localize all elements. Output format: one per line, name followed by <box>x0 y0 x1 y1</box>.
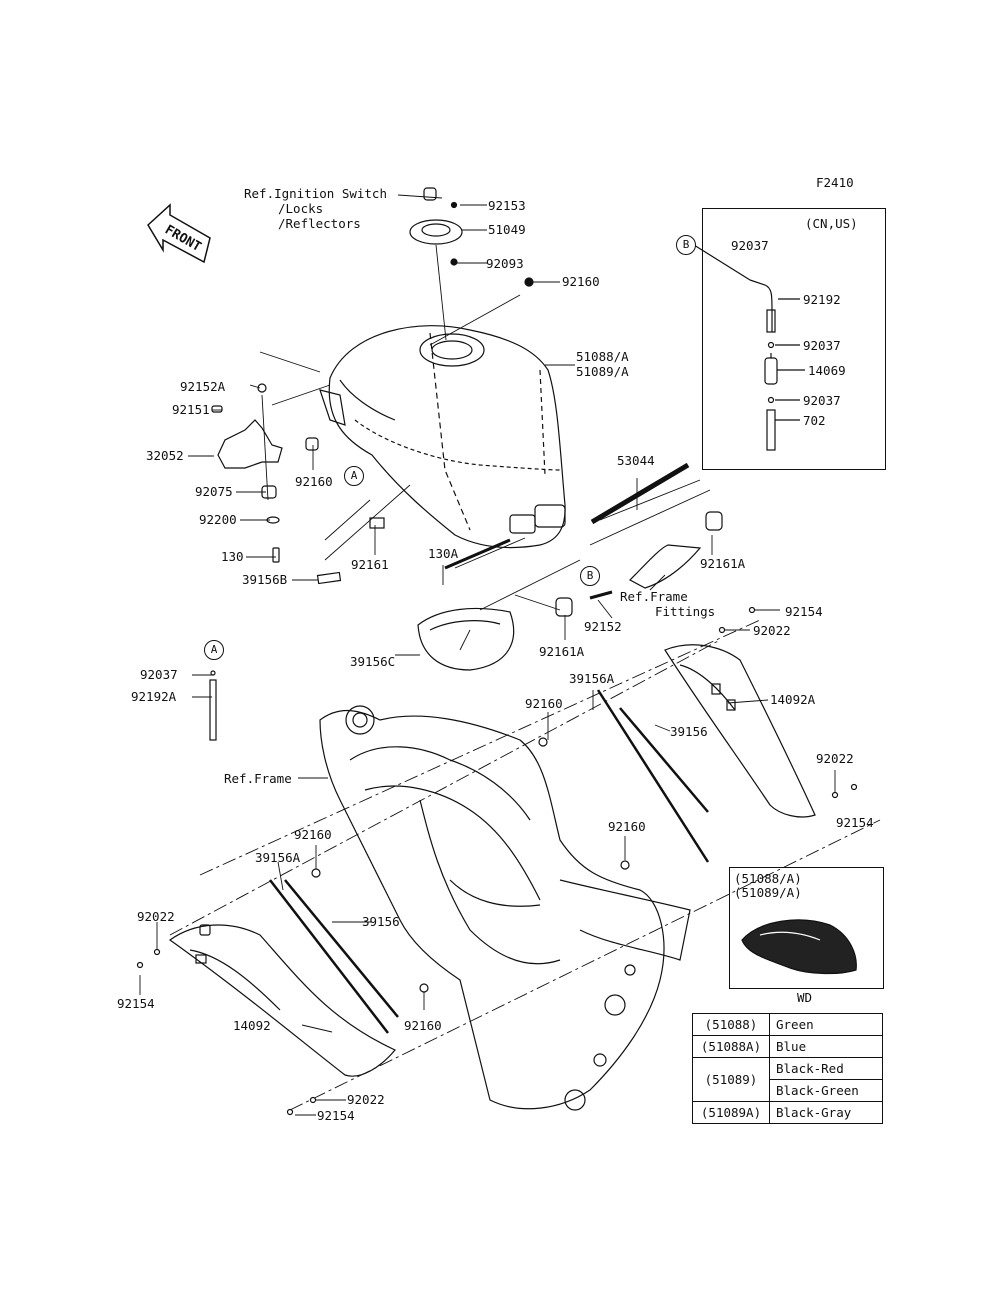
part-label: 14069 <box>808 363 846 378</box>
callout-a: A <box>204 640 224 660</box>
table-cell-code: (51088A) <box>692 1035 770 1058</box>
front-arrow-icon: FRONT <box>147 203 211 264</box>
table-row: (51088) Green <box>692 1013 883 1036</box>
part-label: 92022 <box>753 623 791 638</box>
part-label: 92093 <box>486 256 524 271</box>
part-label: 92161A <box>700 556 746 571</box>
table-cell-code: (51088) <box>692 1013 770 1036</box>
table-row: (51089) Black-Red <box>692 1057 883 1102</box>
part-label: 92152A <box>180 379 226 394</box>
part-label: 39156B <box>242 572 288 587</box>
part-label: 92154 <box>785 604 823 619</box>
part-label: 39156A <box>569 671 615 686</box>
part-label: 92200 <box>199 512 237 527</box>
part-label: 92037 <box>803 338 841 353</box>
inset-cn-us: (CN,US) B 92037 92192 92037 14069 92037 … <box>676 208 886 470</box>
part-label: 92192A <box>131 689 177 704</box>
fasteners <box>136 606 858 1116</box>
ref-ignition-line3: /Reflectors <box>278 216 361 231</box>
leader-lines <box>139 194 881 1116</box>
callout-b: B <box>580 566 600 586</box>
wd-inset-tank <box>741 919 857 975</box>
part-label: 92075 <box>195 484 233 499</box>
table-row: (51088A) Blue <box>692 1035 883 1058</box>
table-cell-color: Black-Gray <box>769 1101 883 1124</box>
inset-wd-model: (51089/A) <box>734 885 802 900</box>
bracket-parts <box>211 383 511 585</box>
part-label: 92161A <box>539 644 585 659</box>
part-label: 92151 <box>172 402 210 417</box>
inset-cn-us-title: (CN,US) <box>805 216 858 231</box>
table-row: (51089A) Black-Gray <box>692 1101 883 1124</box>
part-label: 92160 <box>608 819 646 834</box>
ref-frame-label: Ref.Frame <box>224 771 292 786</box>
part-label: 92037 <box>803 393 841 408</box>
table-cell-code: (51089A) <box>692 1101 770 1124</box>
part-label: 92161 <box>351 557 389 572</box>
part-label: 92022 <box>816 751 854 766</box>
inset-wd-label: WD <box>797 990 813 1005</box>
part-label: 92022 <box>347 1092 385 1107</box>
ref-frame-fittings-line2: Fittings <box>655 604 716 619</box>
inset-wd-model: (51088/A) <box>734 871 802 886</box>
part-label: 92160 <box>562 274 600 289</box>
part-label: 92037 <box>731 238 769 253</box>
part-label: 92154 <box>836 815 874 830</box>
part-label: 92160 <box>404 1018 442 1033</box>
part-label: 92160 <box>295 474 333 489</box>
frame <box>319 705 691 1111</box>
part-label: 92037 <box>140 667 178 682</box>
part-label: 51049 <box>488 222 526 237</box>
part-label: 92160 <box>525 696 563 711</box>
table-cell-color: Black-Green <box>769 1079 883 1102</box>
part-label: 92154 <box>317 1108 355 1123</box>
ref-frame-fittings-line1: Ref.Frame <box>620 589 688 604</box>
cn-us-inset-parts <box>693 244 805 451</box>
part-label: 51088/A <box>576 349 629 364</box>
part-label: 51089/A <box>576 364 629 379</box>
fuel-cap-assembly <box>409 187 534 287</box>
part-label: 130 <box>221 549 244 564</box>
figure-code: F2410 <box>816 175 854 190</box>
part-label: 14092A <box>770 692 816 707</box>
table-cell-color: Green <box>769 1013 883 1036</box>
part-label: 92022 <box>137 909 175 924</box>
callout-b: B <box>676 235 696 255</box>
table-cell-color: Black-Red <box>769 1057 883 1080</box>
fuel-tank <box>319 325 566 549</box>
side-covers <box>168 644 816 1077</box>
table-cell-code: (51089) <box>692 1057 770 1102</box>
ref-ignition-line2: /Locks <box>278 201 324 216</box>
part-label: 39156A <box>255 850 301 865</box>
part-label: 92153 <box>488 198 526 213</box>
callout-a: A <box>344 466 364 486</box>
part-label: 53044 <box>617 453 655 468</box>
part-label: 92154 <box>117 996 155 1011</box>
inset-wd: (51088/A) (51089/A) <box>729 867 884 989</box>
part-label: 39156 <box>362 914 400 929</box>
table-cell-color: Blue <box>769 1035 883 1058</box>
part-label: 702 <box>803 413 826 428</box>
ref-ignition-line1: Ref.Ignition Switch <box>244 186 387 201</box>
part-label: 130A <box>428 546 459 561</box>
guard-parts <box>209 462 723 741</box>
part-label: 92152 <box>584 619 622 634</box>
part-label: 39156 <box>670 724 708 739</box>
part-label: 14092 <box>233 1018 271 1033</box>
part-label: 39156C <box>350 654 396 669</box>
part-label: 92160 <box>294 827 332 842</box>
part-label: 92192 <box>803 292 841 307</box>
part-label: 32052 <box>146 448 184 463</box>
color-table: (51088) Green (51088A) Blue (51089) Blac… <box>692 1013 883 1124</box>
